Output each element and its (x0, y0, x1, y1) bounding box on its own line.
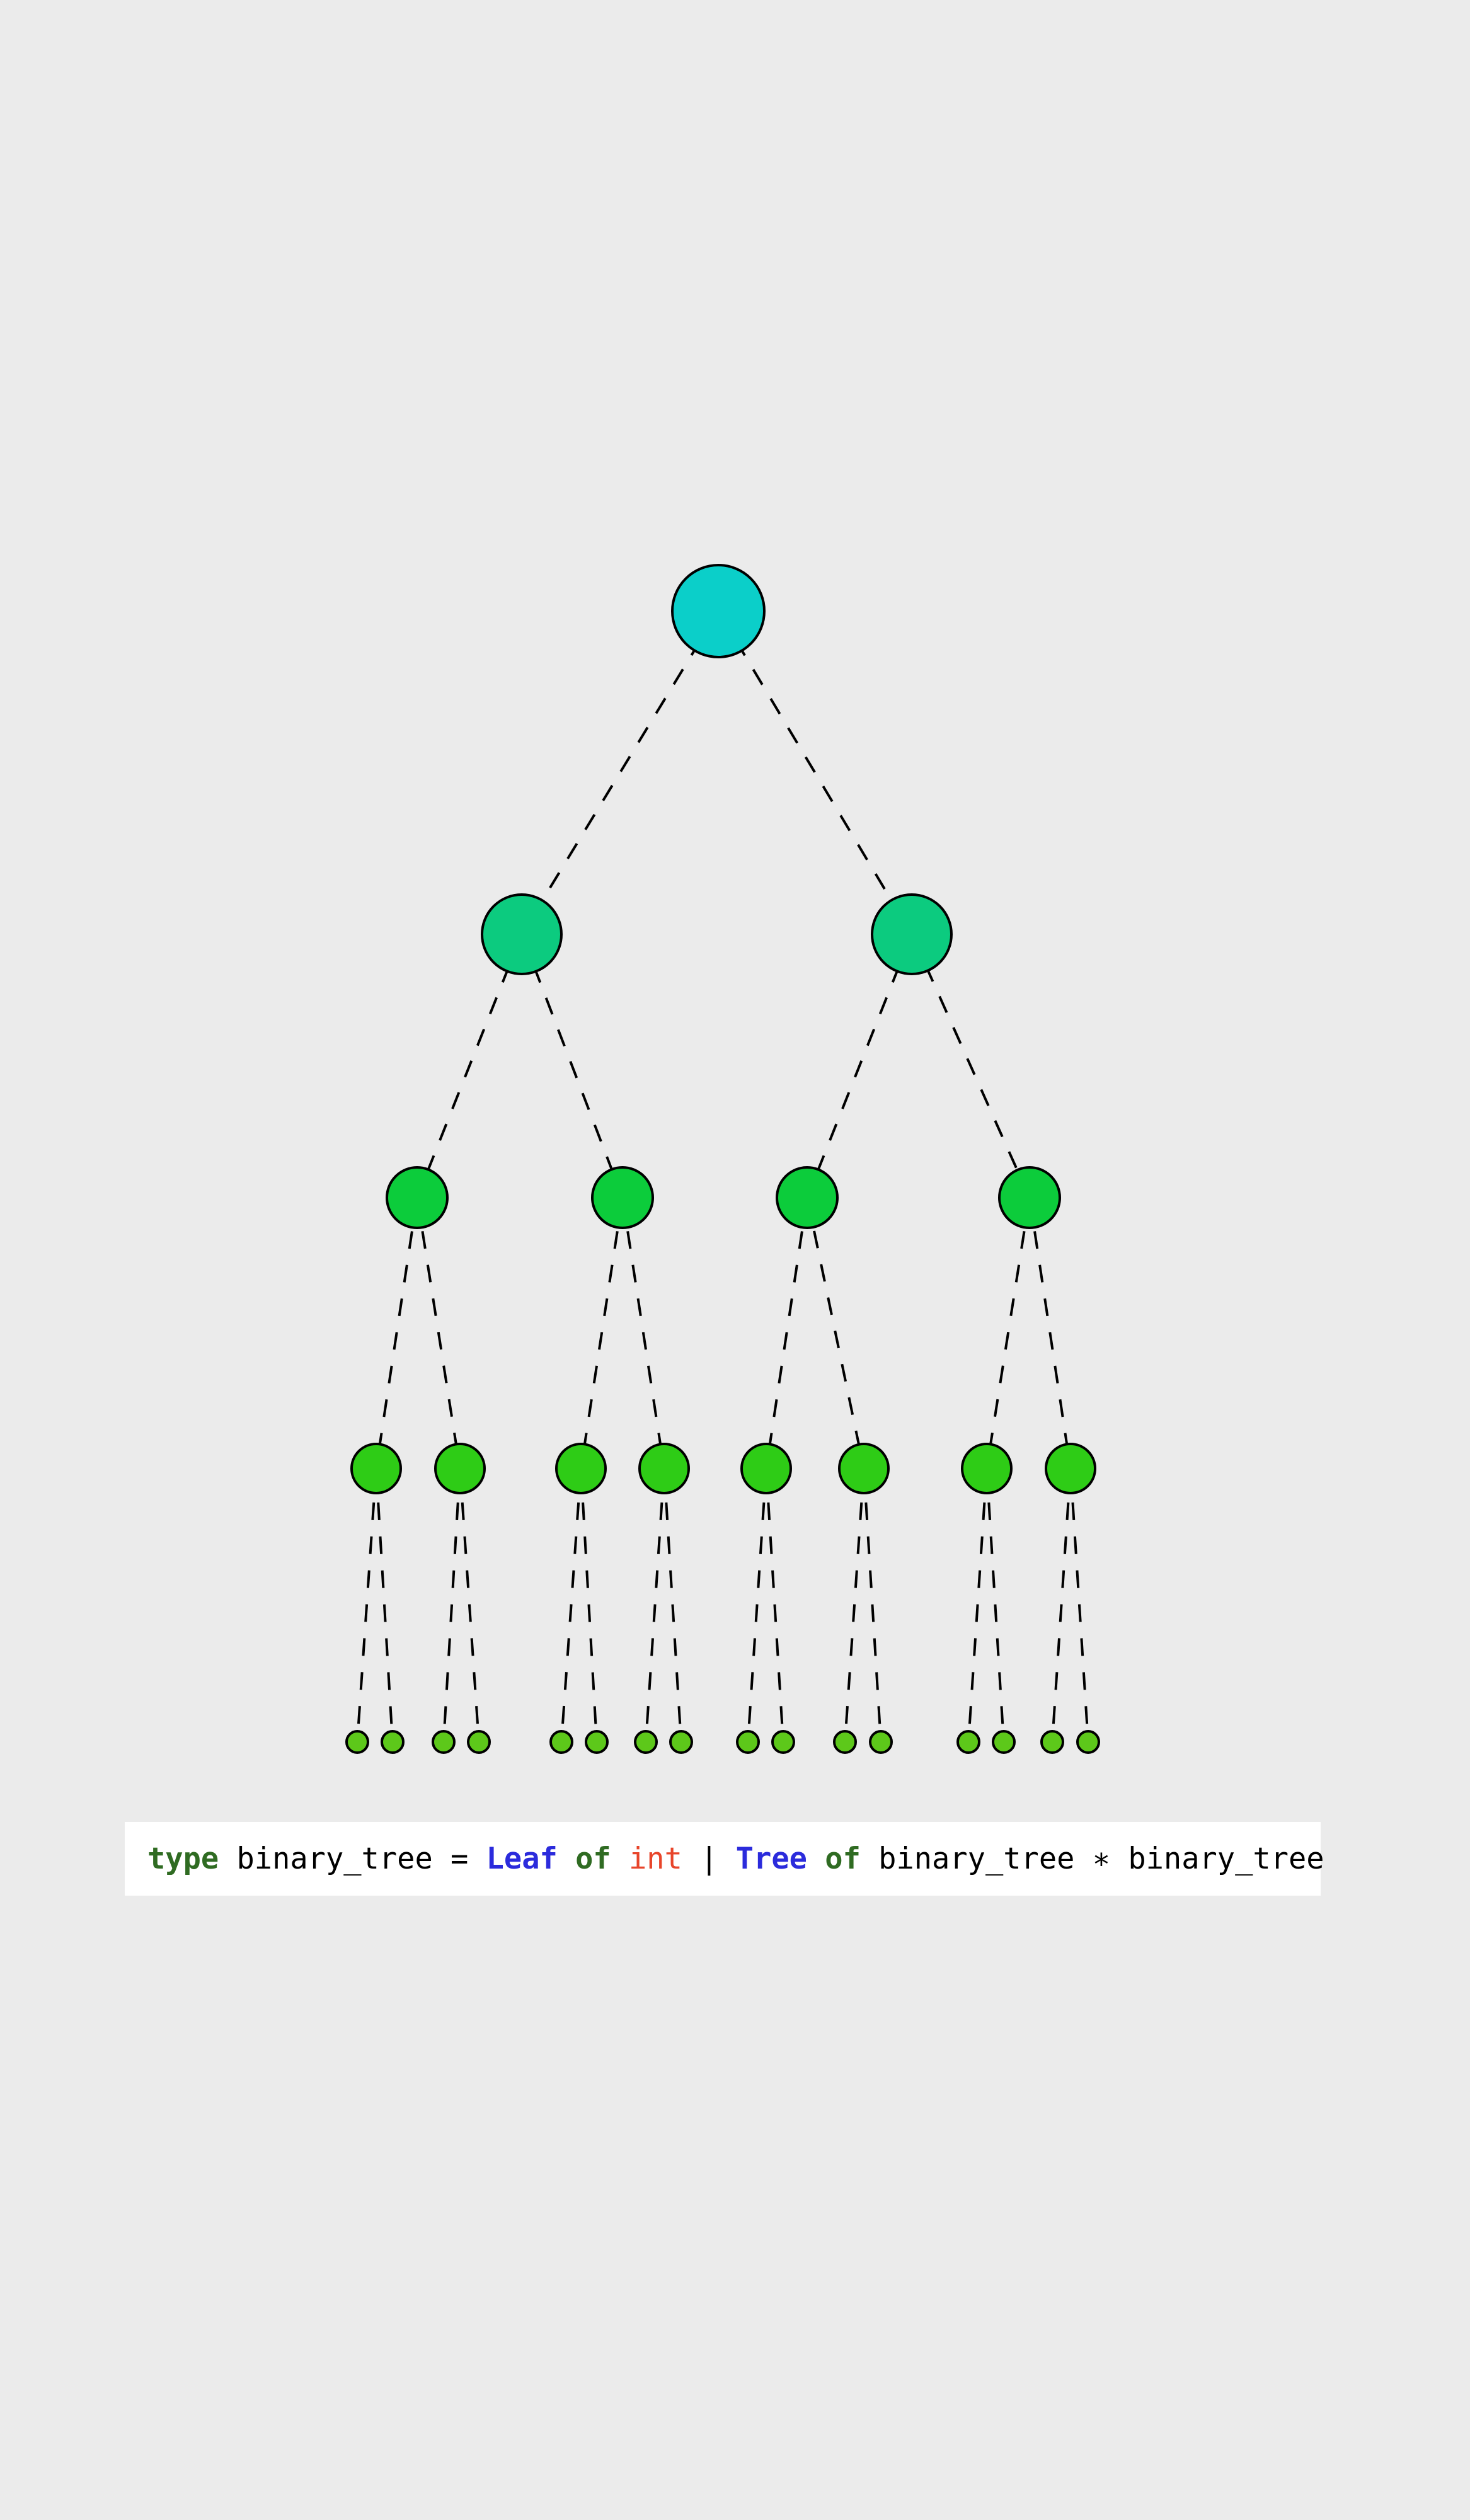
tree-edge (967, 1468, 988, 1743)
tree-edge (985, 1197, 1031, 1469)
tree-edge (844, 1468, 865, 1743)
code-token-tree-constructor: Tree (735, 1841, 807, 1876)
code-token-space (611, 1841, 629, 1876)
tree-nodes (345, 564, 1100, 1754)
code-token-int-type: int (629, 1841, 682, 1876)
tree-node (555, 1443, 607, 1494)
code-token-product-type: binary_tree ∗ binary_tree (860, 1841, 1324, 1876)
tree-edge (621, 1197, 665, 1469)
tree-edge (863, 1468, 882, 1743)
tree-node (838, 1443, 890, 1494)
leaf-node (1040, 1730, 1064, 1754)
tree-node (740, 1443, 792, 1494)
leaf-node (585, 1730, 609, 1754)
code-token-space (558, 1841, 575, 1876)
tree-node (998, 1166, 1061, 1229)
tree-edge (1069, 1468, 1089, 1743)
tree-node (434, 1443, 486, 1494)
code-token-binary-tree-eq: binary_tree = (219, 1841, 486, 1876)
leaf-node (771, 1730, 795, 1754)
leaf-node (1076, 1730, 1100, 1754)
tree-edge (747, 1468, 767, 1743)
type-definition-code: type binary_tree = Leaf of int | Tree of… (125, 1822, 1324, 1896)
tree-edge (375, 1197, 418, 1469)
leaf-node (992, 1730, 1016, 1754)
root-node (671, 564, 766, 658)
tree-node (481, 893, 563, 975)
tree-node (591, 1166, 654, 1229)
tree-edge (520, 934, 624, 1198)
leaf-node (432, 1730, 456, 1754)
tree-edge (356, 1468, 377, 1743)
leaf-node (381, 1730, 405, 1754)
leaf-node (869, 1730, 893, 1754)
tree-node (961, 1443, 1013, 1494)
tree-edge (416, 1197, 461, 1469)
tree-edge (645, 1468, 665, 1743)
tree-node (776, 1166, 839, 1229)
code-token-pipe: | (682, 1841, 736, 1876)
tree-edge (520, 610, 720, 936)
tree-edge (580, 1197, 624, 1469)
tree-edge (459, 1468, 480, 1743)
leaf-node (345, 1730, 369, 1754)
tree-edge (442, 1468, 461, 1743)
tree-edge (1051, 1468, 1072, 1743)
leaf-node (634, 1730, 658, 1754)
tree-node (638, 1443, 690, 1494)
tree-edge (806, 934, 913, 1198)
leaf-node (669, 1730, 693, 1754)
code-token-of-keyword: of (825, 1841, 861, 1876)
code-token-type-keyword: type (147, 1841, 219, 1876)
tree-edge (580, 1468, 598, 1743)
tree-edge (560, 1468, 582, 1743)
tree-edge (416, 934, 523, 1198)
code-token-of-keyword: of (575, 1841, 611, 1876)
tree-edge (663, 1468, 682, 1743)
tree-edge (717, 610, 913, 936)
code-token-leaf-constructor: Leaf (486, 1841, 558, 1876)
tree-edge (375, 1468, 394, 1743)
leaf-node (736, 1730, 760, 1754)
tree-node (386, 1166, 449, 1229)
tree-edge (1028, 1197, 1072, 1469)
leaf-node (956, 1730, 980, 1754)
tree-edge (765, 1197, 808, 1469)
code-token-space (807, 1841, 825, 1876)
leaf-node (549, 1730, 573, 1754)
tree-edge (985, 1468, 1005, 1743)
tree-node (350, 1443, 402, 1494)
tree-edges (356, 610, 1089, 1743)
tree-edge (765, 1468, 784, 1743)
leaf-node (833, 1730, 857, 1754)
tree-edge (806, 1197, 865, 1469)
tree-node (1045, 1443, 1096, 1494)
tree-node (871, 893, 953, 975)
tree-edge (910, 934, 1031, 1198)
leaf-node (467, 1730, 491, 1754)
